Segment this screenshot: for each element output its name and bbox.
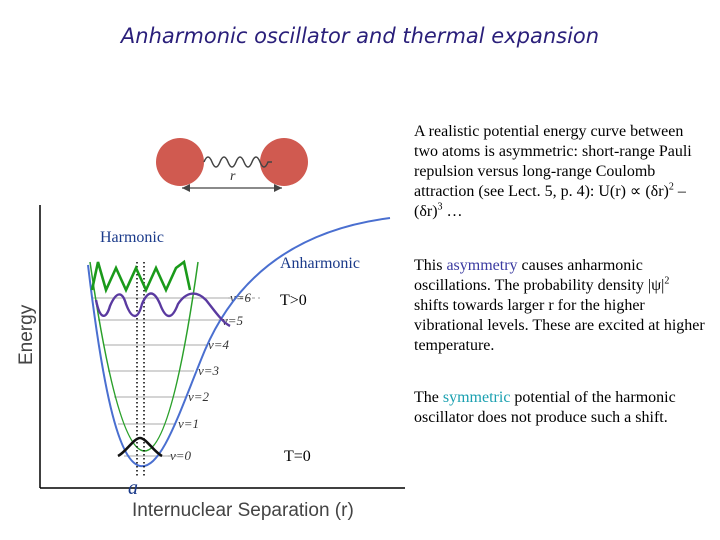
atom-right xyxy=(260,138,308,186)
harmonic-wavefunction-high xyxy=(90,259,192,294)
diatomic-molecule-illustration: r xyxy=(156,138,308,192)
spring-r-label: r xyxy=(230,169,236,184)
level-label-v6: v=6 xyxy=(230,290,252,305)
level-label-v0: v=0 xyxy=(170,448,192,463)
equilibrium-label-a: a xyxy=(128,477,138,499)
level-label-v3: v=3 xyxy=(198,363,220,378)
x-axis-label: Internuclear Separation (r) xyxy=(132,500,354,521)
ground-state-wavefunction xyxy=(117,436,163,458)
paragraph-symmetric: The symmetric potential of the harmonic … xyxy=(414,389,676,426)
anharmonic-potential-curve xyxy=(87,217,391,468)
level-label-v1: v=1 xyxy=(178,416,199,431)
anharmonic-label: Anharmonic xyxy=(280,255,360,272)
anharmonic-wavefunction-high xyxy=(94,292,231,328)
level-label-v2: v=2 xyxy=(188,389,210,404)
paragraph-potential: A realistic potential energy curve betwe… xyxy=(414,123,692,220)
slide-title: Anharmonic oscillator and thermal expans… xyxy=(120,24,600,48)
t-hot-label: T>0 xyxy=(280,292,307,309)
t-zero-label: T=0 xyxy=(284,448,311,465)
harmonic-label: Harmonic xyxy=(100,229,164,246)
level-label-v5: v=5 xyxy=(222,313,244,328)
atom-left xyxy=(156,138,204,186)
paragraph-asymmetry: This asymmetry causes anharmonic oscilla… xyxy=(414,257,705,354)
y-axis-label: Energy xyxy=(16,304,37,365)
spring-icon xyxy=(203,156,272,168)
level-label-v4: v=4 xyxy=(208,337,230,352)
